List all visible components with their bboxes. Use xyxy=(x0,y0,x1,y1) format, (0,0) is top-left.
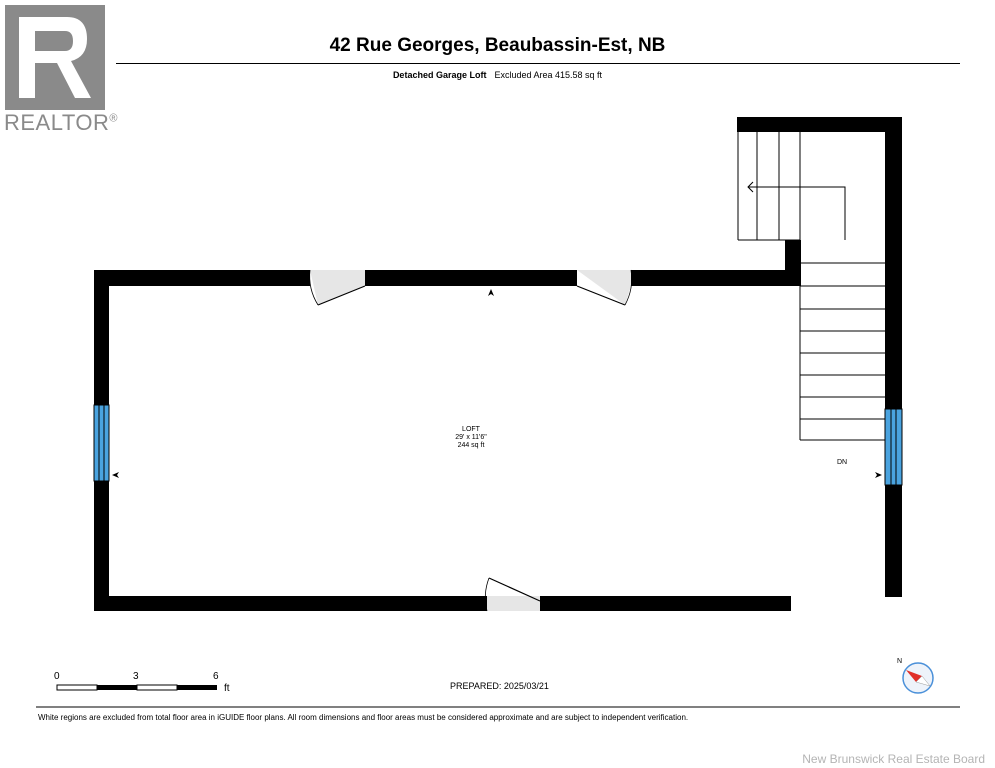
wall-top-right xyxy=(631,270,801,286)
scale-label-3: 3 xyxy=(133,671,139,682)
room-area: 244 sq ft xyxy=(457,442,485,449)
wall-top-middle xyxy=(365,270,577,286)
room-dimensions: 29' x 11'6" xyxy=(455,434,487,441)
prepared-date: PREPARED: 2025/03/21 xyxy=(450,681,549,691)
wall-bottom-right xyxy=(540,596,791,611)
compass-icon xyxy=(902,662,934,694)
door-bottom xyxy=(485,577,541,612)
window-right xyxy=(884,408,903,486)
registered-mark: ® xyxy=(109,112,118,125)
floor-subtitle: Detached Garage Loft Excluded Area 415.58… xyxy=(0,70,995,80)
realtor-wordmark-text: REALTOR xyxy=(4,110,110,135)
stairs-down-label: DN xyxy=(837,459,848,466)
door-top-left xyxy=(309,269,366,306)
scale-label-6: 6 xyxy=(213,671,219,682)
arrow-up-icon xyxy=(488,289,494,296)
disclaimer-text: White regions are excluded from total fl… xyxy=(38,713,689,722)
scale-bar xyxy=(56,684,217,691)
arrow-left-icon xyxy=(112,472,119,478)
floor-name: Detached Garage Loft xyxy=(392,70,487,80)
room-label: LOFT 29' x 11'6" 244 sq ft xyxy=(421,426,521,450)
wall-stair-step xyxy=(785,240,801,286)
wall-bottom-left xyxy=(94,596,487,611)
wall-left-upper xyxy=(94,270,109,405)
realtor-logo xyxy=(5,5,105,115)
realtor-wordmark: REALTOR® xyxy=(4,110,118,136)
window-left xyxy=(93,404,110,482)
scale-unit: ft xyxy=(224,683,230,694)
header-divider xyxy=(116,63,960,64)
arrow-right-icon xyxy=(875,472,882,478)
room-name: LOFT xyxy=(462,426,480,433)
wall-right-upper xyxy=(885,117,902,409)
scale-label-0: 0 xyxy=(54,671,60,682)
excluded-area: Excluded Area 415.58 sq ft xyxy=(494,70,603,80)
wall-right-lower xyxy=(885,485,902,597)
realtor-r-icon xyxy=(5,5,105,110)
door-top-right xyxy=(576,269,633,306)
board-watermark: New Brunswick Real Estate Board xyxy=(802,752,985,766)
wall-left-lower xyxy=(94,481,109,611)
stairs-upper-run xyxy=(737,132,846,241)
property-address-title: 42 Rue Georges, Beaubassin-Est, NB xyxy=(329,35,666,56)
compass-north-label: N xyxy=(897,658,903,665)
wall-top-left xyxy=(94,270,310,286)
stairs-lower-run xyxy=(799,240,885,441)
wall-stair-top xyxy=(737,117,902,132)
walls xyxy=(94,117,902,611)
